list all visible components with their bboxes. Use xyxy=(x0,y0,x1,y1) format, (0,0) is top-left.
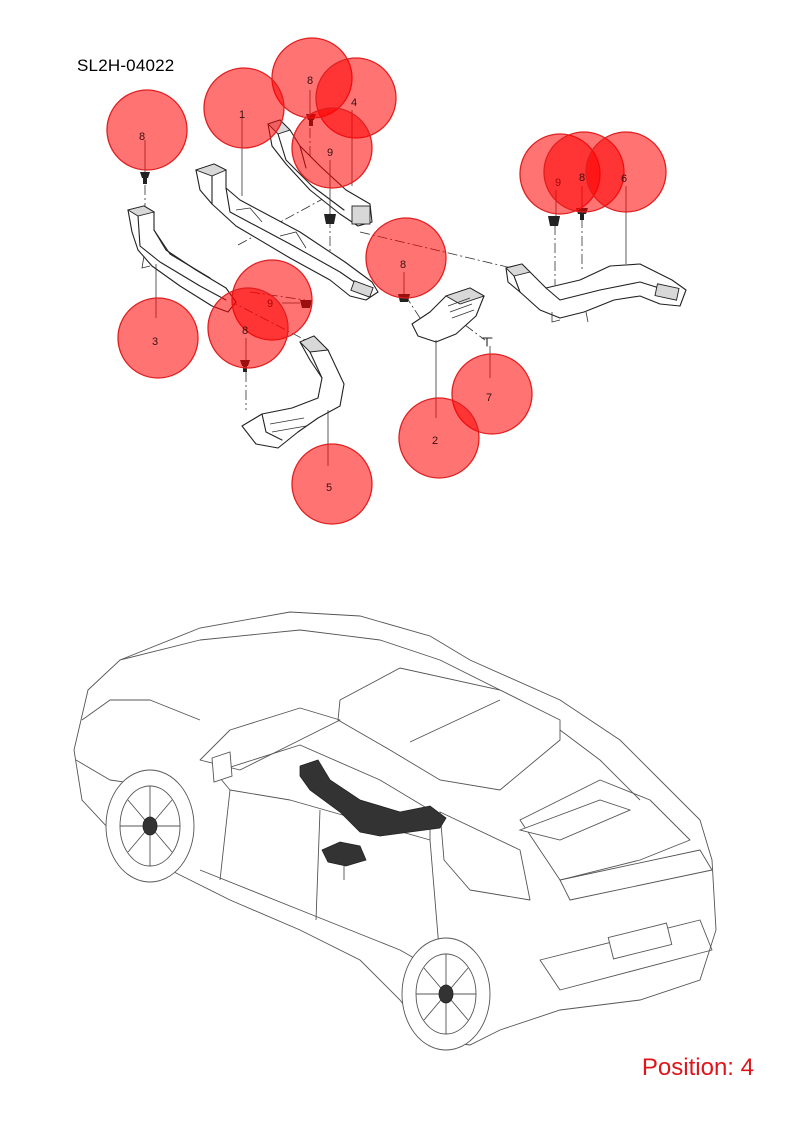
svg-text:8: 8 xyxy=(242,325,248,337)
callout-8-left[interactable]: 8 xyxy=(106,89,188,171)
callout-5[interactable]: 5 xyxy=(291,443,373,525)
callout-7[interactable]: 7 xyxy=(451,353,533,435)
callout-8-mid[interactable]: 8 xyxy=(365,217,447,299)
svg-text:3: 3 xyxy=(152,336,158,348)
svg-text:1: 1 xyxy=(239,109,245,121)
callout-9-top[interactable]: 9 xyxy=(291,107,373,189)
rear-wheel xyxy=(401,937,491,1051)
svg-text:4: 4 xyxy=(351,97,357,109)
callouts: 8 4 1 9 8 9 8 xyxy=(106,37,667,525)
callout-6[interactable]: 6 xyxy=(585,131,667,213)
part-6-right-duct xyxy=(505,263,687,323)
position-label: Position: 4 xyxy=(641,1054,754,1081)
callout-8-lower[interactable]: 8 xyxy=(207,287,289,369)
part-5-lower-duct xyxy=(241,335,345,449)
nut-9-top xyxy=(324,214,336,224)
callout-3[interactable]: 3 xyxy=(117,297,199,379)
svg-text:5: 5 xyxy=(326,482,332,494)
nut-9-right xyxy=(548,216,560,226)
svg-text:8: 8 xyxy=(307,75,313,87)
callout-2[interactable]: 2 xyxy=(398,397,480,479)
front-wheel xyxy=(105,769,195,883)
svg-text:2: 2 xyxy=(432,435,438,447)
side-mirror xyxy=(211,751,233,783)
svg-text:8: 8 xyxy=(400,259,406,271)
duct-location-highlight xyxy=(299,759,447,880)
svg-text:8: 8 xyxy=(579,172,585,184)
document-code: SL2H-04022 xyxy=(77,56,175,75)
vehicle-body-outline xyxy=(73,611,717,1046)
part-3-left-duct xyxy=(126,205,237,313)
svg-text:7: 7 xyxy=(486,392,492,404)
svg-text:8: 8 xyxy=(139,131,145,143)
screw-8-left xyxy=(140,172,150,184)
callout-1[interactable]: 1 xyxy=(203,67,285,149)
pin-7 xyxy=(481,337,493,347)
svg-text:9: 9 xyxy=(327,147,333,159)
part-2-vent-outlet xyxy=(411,287,486,343)
svg-text:6: 6 xyxy=(621,173,627,185)
part-1-center-duct xyxy=(194,163,379,301)
exploded-view: 8 4 1 9 8 9 8 xyxy=(106,37,687,525)
